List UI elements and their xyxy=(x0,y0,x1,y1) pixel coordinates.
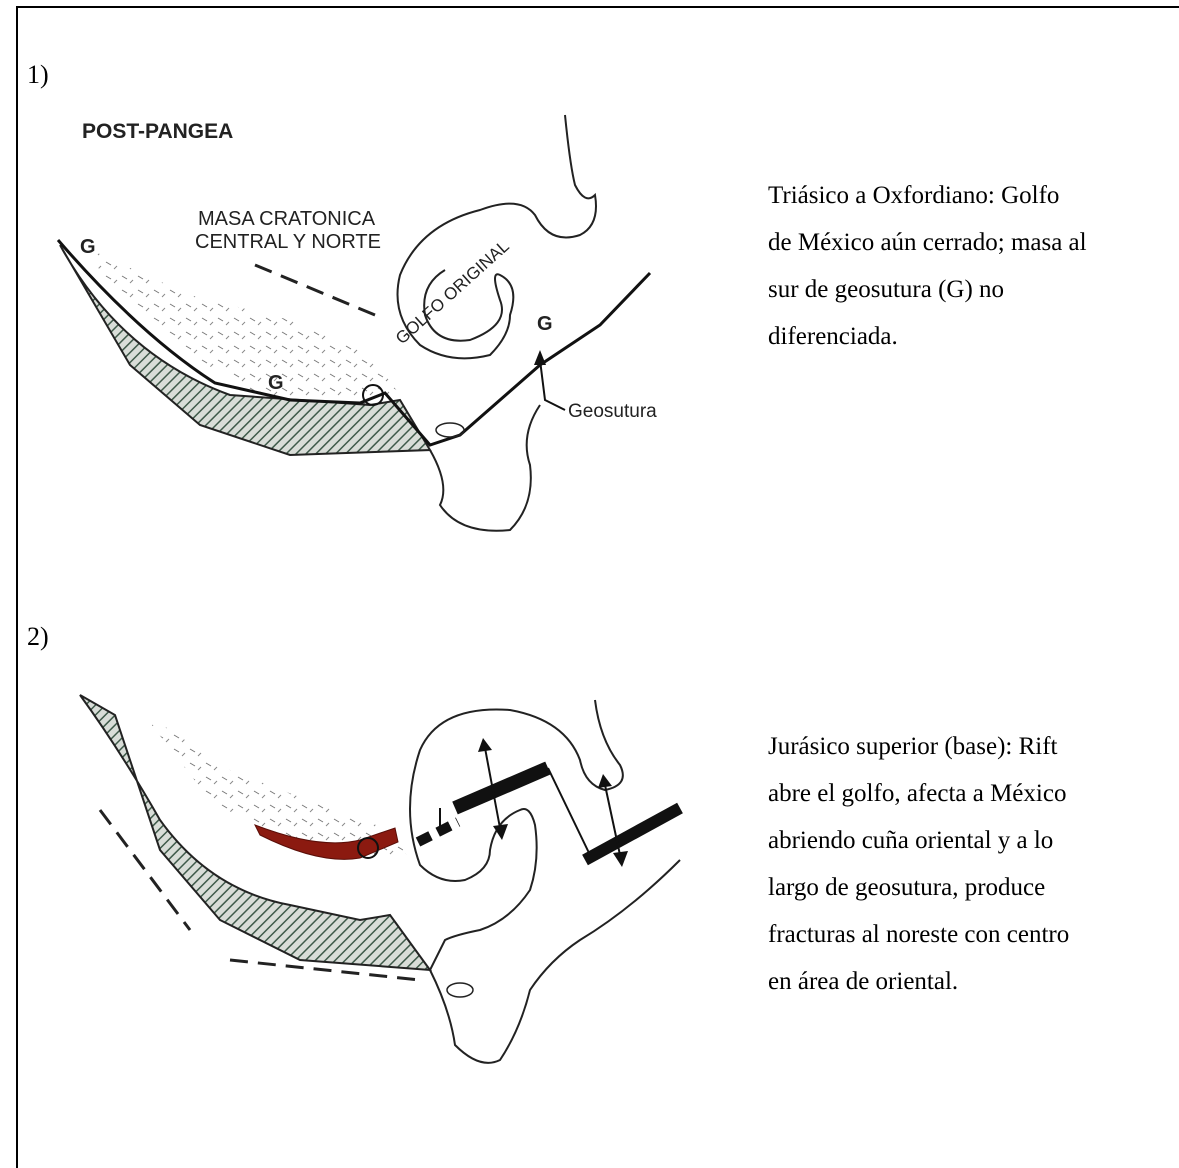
caption-line: de México aún cerrado; masa al xyxy=(768,219,1178,266)
caption-line: Triásico a Oxfordiano: Golfo xyxy=(768,172,1178,219)
panel-1-caption: Triásico a Oxfordiano: Golfo de México a… xyxy=(768,172,1178,360)
g-label-right: G xyxy=(537,313,553,335)
post-pangea-title: POST-PANGEA xyxy=(82,120,233,143)
caption-line: diferenciada. xyxy=(768,313,1178,360)
g-label-middle: G xyxy=(268,372,284,394)
caption-line: abre el golfo, afecta a México xyxy=(768,770,1178,817)
panel-1-number: 1) xyxy=(27,60,49,90)
caption-line: fracturas al noreste con centro xyxy=(768,911,1178,958)
caption-line: sur de geosutura (G) no xyxy=(768,266,1178,313)
caption-line: en área de oriental. xyxy=(768,958,1178,1005)
g-label-left: G xyxy=(80,236,96,258)
caption-line: largo de geosutura, produce xyxy=(768,864,1178,911)
geosutura-label: Geosutura xyxy=(568,401,657,422)
panel-2-caption: Jurásico superior (base): Rift abre el g… xyxy=(768,723,1178,1005)
masa-label-line1: MASA CRATONICA xyxy=(198,208,376,230)
caption-line: Jurásico superior (base): Rift xyxy=(768,723,1178,770)
rift-map xyxy=(60,690,700,1110)
caption-line: abriendo cuña oriental y a lo xyxy=(768,817,1178,864)
masa-label-line2: CENTRAL Y NORTE xyxy=(195,231,381,253)
panel-2-number: 2) xyxy=(27,622,49,652)
post-pangea-map: POST-PANGEA MASA CRATONICA CENTRAL Y NOR… xyxy=(40,105,720,545)
golfo-original-label: GOLFO ORIGINAL xyxy=(392,237,513,348)
